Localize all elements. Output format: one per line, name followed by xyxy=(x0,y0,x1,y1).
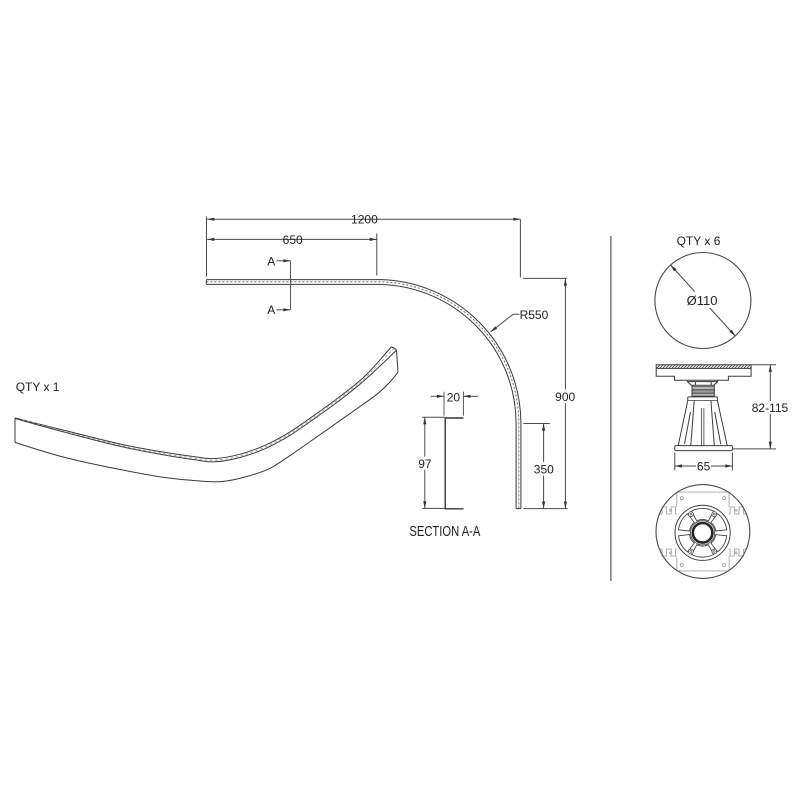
svg-text:650: 650 xyxy=(283,233,303,247)
svg-text:QTY x 1: QTY x 1 xyxy=(16,380,60,394)
svg-text:Ø110: Ø110 xyxy=(687,293,718,308)
svg-text:A: A xyxy=(267,303,275,317)
svg-text:A: A xyxy=(267,254,275,268)
svg-text:QTY x 6: QTY x 6 xyxy=(677,234,721,248)
svg-text:82-115: 82-115 xyxy=(752,401,789,415)
svg-text:1200: 1200 xyxy=(351,213,378,227)
svg-text:SECTION A-A: SECTION A-A xyxy=(409,524,480,540)
svg-text:R550: R550 xyxy=(520,308,549,322)
svg-text:20: 20 xyxy=(447,390,461,404)
svg-text:350: 350 xyxy=(534,462,554,476)
svg-text:97: 97 xyxy=(418,457,432,471)
svg-text:900: 900 xyxy=(555,390,575,404)
svg-text:65: 65 xyxy=(697,459,711,473)
